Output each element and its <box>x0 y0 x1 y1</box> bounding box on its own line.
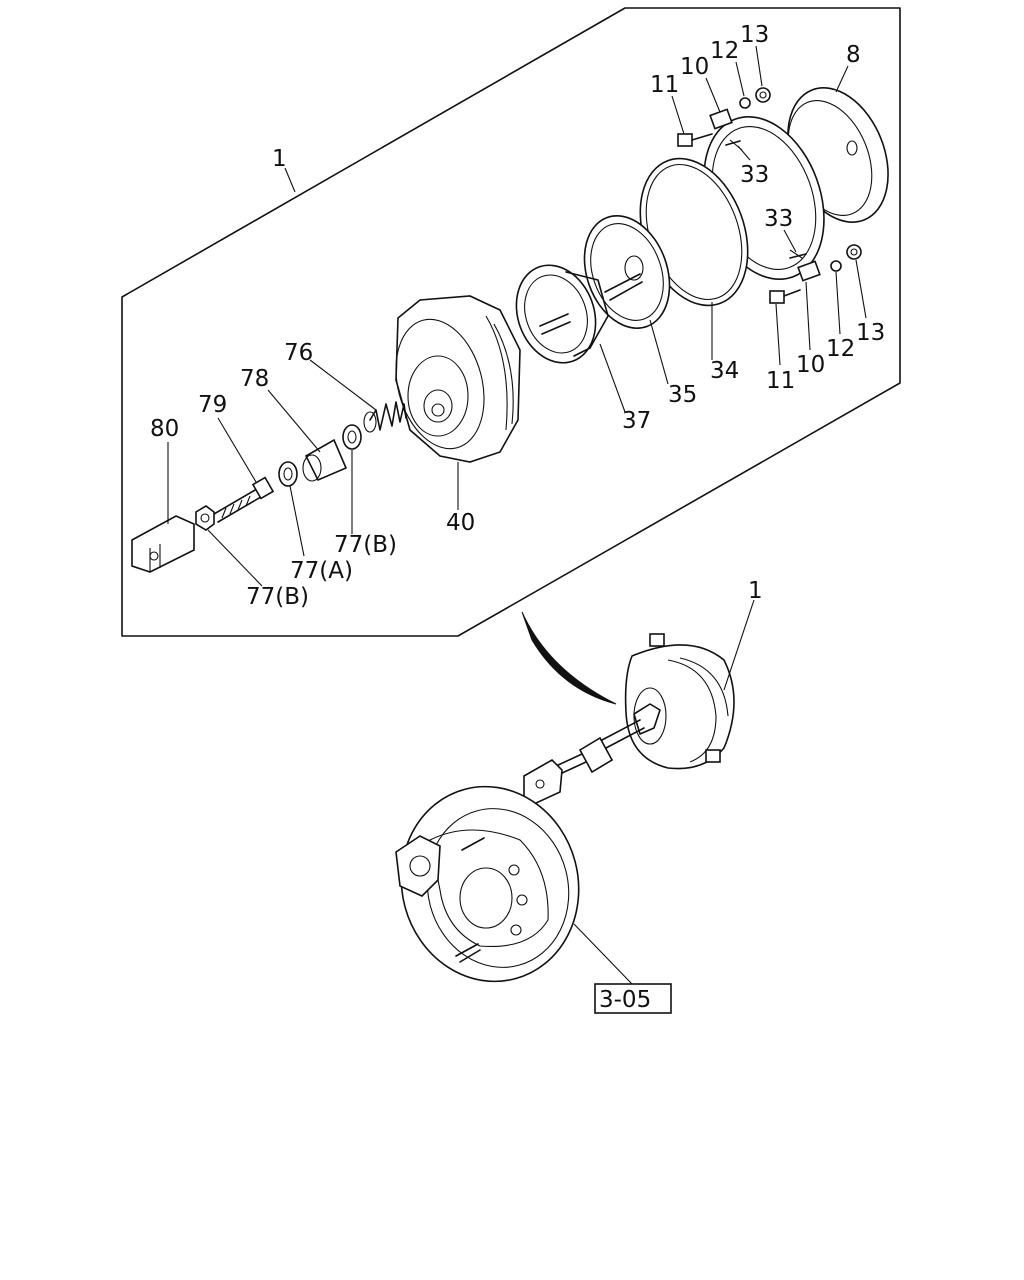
part-33-slit-top <box>725 140 741 146</box>
label-77a: 77(A) <box>290 558 353 584</box>
label-77b-right: 77(B) <box>334 532 397 558</box>
part-13-nut-top <box>755 87 771 103</box>
label-77b-left: 77(B) <box>246 584 309 610</box>
part-11-bolt-bottom <box>769 289 801 304</box>
part-76-spring <box>363 401 407 433</box>
label-40: 40 <box>446 510 475 536</box>
assembly-arrow <box>521 611 617 705</box>
reference-box-label: 3-05 <box>599 987 651 1013</box>
label-12-top: 12 <box>710 38 739 64</box>
label-33-top: 33 <box>740 162 769 188</box>
label-35: 35 <box>668 382 697 408</box>
leader-ref <box>573 923 633 985</box>
label-34: 34 <box>710 358 739 384</box>
part-12-washer-bottom <box>830 260 842 272</box>
label-12-bottom: 12 <box>826 336 855 362</box>
part-78-coupling <box>302 438 348 482</box>
label-37: 37 <box>622 408 651 434</box>
leader-lines <box>167 45 867 587</box>
part-37-push-plate <box>515 264 643 364</box>
label-76: 76 <box>284 340 313 366</box>
label-1-bottom: 1 <box>748 578 763 604</box>
part-79-stud <box>213 476 275 523</box>
label-11-bottom: 11 <box>766 368 795 394</box>
assembled-brake-chamber <box>523 633 735 805</box>
exploded-view-frame <box>121 7 901 637</box>
part-80-clevis <box>131 515 195 573</box>
part-77a-washer <box>278 461 298 487</box>
label-33-bottom: 33 <box>764 206 793 232</box>
label-80: 80 <box>150 416 179 442</box>
label-13-bottom: 13 <box>856 320 885 346</box>
label-1-top: 1 <box>272 146 287 172</box>
part-12-washer-top <box>739 97 751 109</box>
label-8: 8 <box>846 42 861 68</box>
part-77b-washer-right <box>342 424 362 450</box>
part-13-nut-bottom <box>846 244 862 260</box>
part-35-diaphragm <box>583 215 671 329</box>
backing-plate <box>395 785 580 983</box>
leader-1-bottom <box>723 599 755 691</box>
label-11-top: 11 <box>650 72 679 98</box>
label-79: 79 <box>198 392 227 418</box>
label-13-top: 13 <box>740 22 769 48</box>
part-33-slit-bottom <box>789 253 807 259</box>
part-40-housing <box>395 295 521 463</box>
part-11-bolt-top <box>677 133 713 147</box>
label-10-top: 10 <box>680 54 709 80</box>
label-78: 78 <box>240 366 269 392</box>
part-77b-nut-left <box>195 505 215 531</box>
reference-box <box>594 983 672 1014</box>
label-10-bottom: 10 <box>796 352 825 378</box>
